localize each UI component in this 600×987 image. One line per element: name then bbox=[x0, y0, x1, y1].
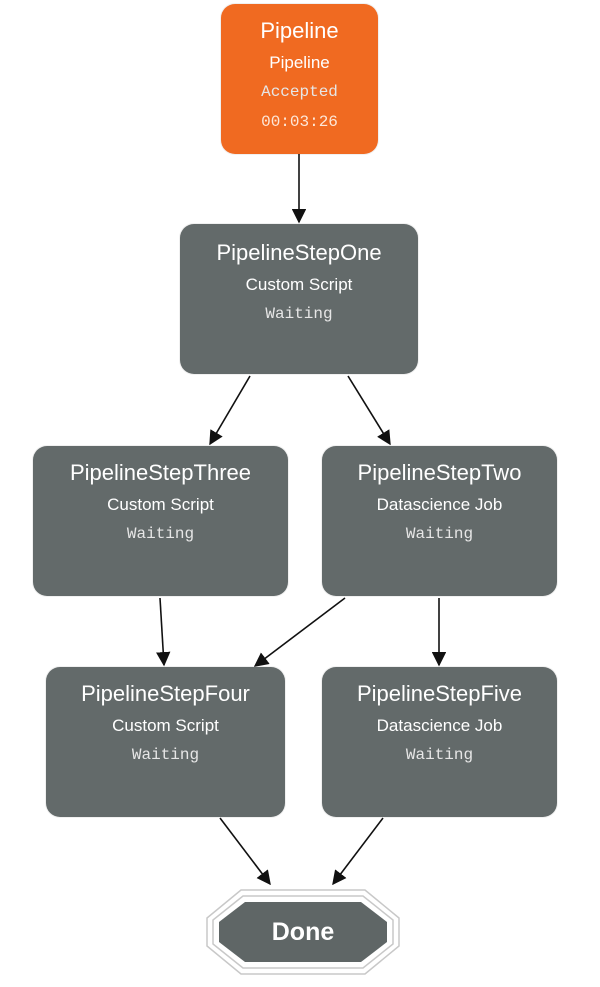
node-subtitle: Custom Script bbox=[107, 495, 214, 514]
node-pipeline-step-three[interactable]: PipelineStepThree Custom Script Waiting bbox=[33, 446, 288, 596]
node-pipeline-step-four[interactable]: PipelineStepFour Custom Script Waiting bbox=[46, 667, 285, 817]
node-pipeline-step-two[interactable]: PipelineStepTwo Datascience Job Waiting bbox=[322, 446, 557, 596]
node-timer: 00:03:26 bbox=[261, 113, 338, 131]
done-octagon-shape bbox=[206, 889, 400, 975]
node-pipeline-step-one[interactable]: PipelineStepOne Custom Script Waiting bbox=[180, 224, 418, 374]
node-status: Waiting bbox=[131, 746, 200, 764]
edge-step-one-to-step-three bbox=[209, 375, 251, 446]
node-title: Pipeline bbox=[260, 18, 339, 43]
edge-step-one-to-step-two bbox=[347, 375, 391, 446]
node-status: Waiting bbox=[126, 525, 195, 543]
node-status: Waiting bbox=[265, 305, 333, 323]
node-subtitle: Datascience Job bbox=[376, 716, 503, 735]
node-pipeline-step-five[interactable]: PipelineStepFive Datascience Job Waiting bbox=[322, 667, 557, 817]
node-subtitle: Pipeline bbox=[269, 53, 330, 72]
node-title: PipelineStepThree bbox=[69, 460, 251, 485]
node-subtitle: Custom Script bbox=[245, 275, 353, 294]
edge-step-two-to-step-four bbox=[253, 597, 346, 667]
node-status: Accepted bbox=[261, 83, 338, 101]
node-status: Waiting bbox=[405, 525, 474, 543]
node-done[interactable]: Done bbox=[205, 888, 401, 976]
node-pipeline[interactable]: Pipeline Pipeline Accepted 00:03:26 bbox=[221, 4, 378, 154]
node-title: PipelineStepFour bbox=[81, 681, 250, 706]
edge-step-five-to-done bbox=[332, 817, 384, 886]
edge-step-four-to-done bbox=[219, 817, 271, 886]
node-title: PipelineStepOne bbox=[216, 240, 382, 265]
done-label: Done bbox=[271, 918, 335, 946]
done-inner-fill bbox=[219, 902, 387, 962]
node-title: PipelineStepTwo bbox=[357, 460, 522, 485]
node-subtitle: Datascience Job bbox=[376, 495, 503, 514]
node-subtitle: Custom Script bbox=[112, 716, 219, 735]
edge-step-three-to-step-four bbox=[156, 597, 171, 667]
node-title: PipelineStepFive bbox=[356, 681, 523, 706]
node-status: Waiting bbox=[405, 746, 474, 764]
